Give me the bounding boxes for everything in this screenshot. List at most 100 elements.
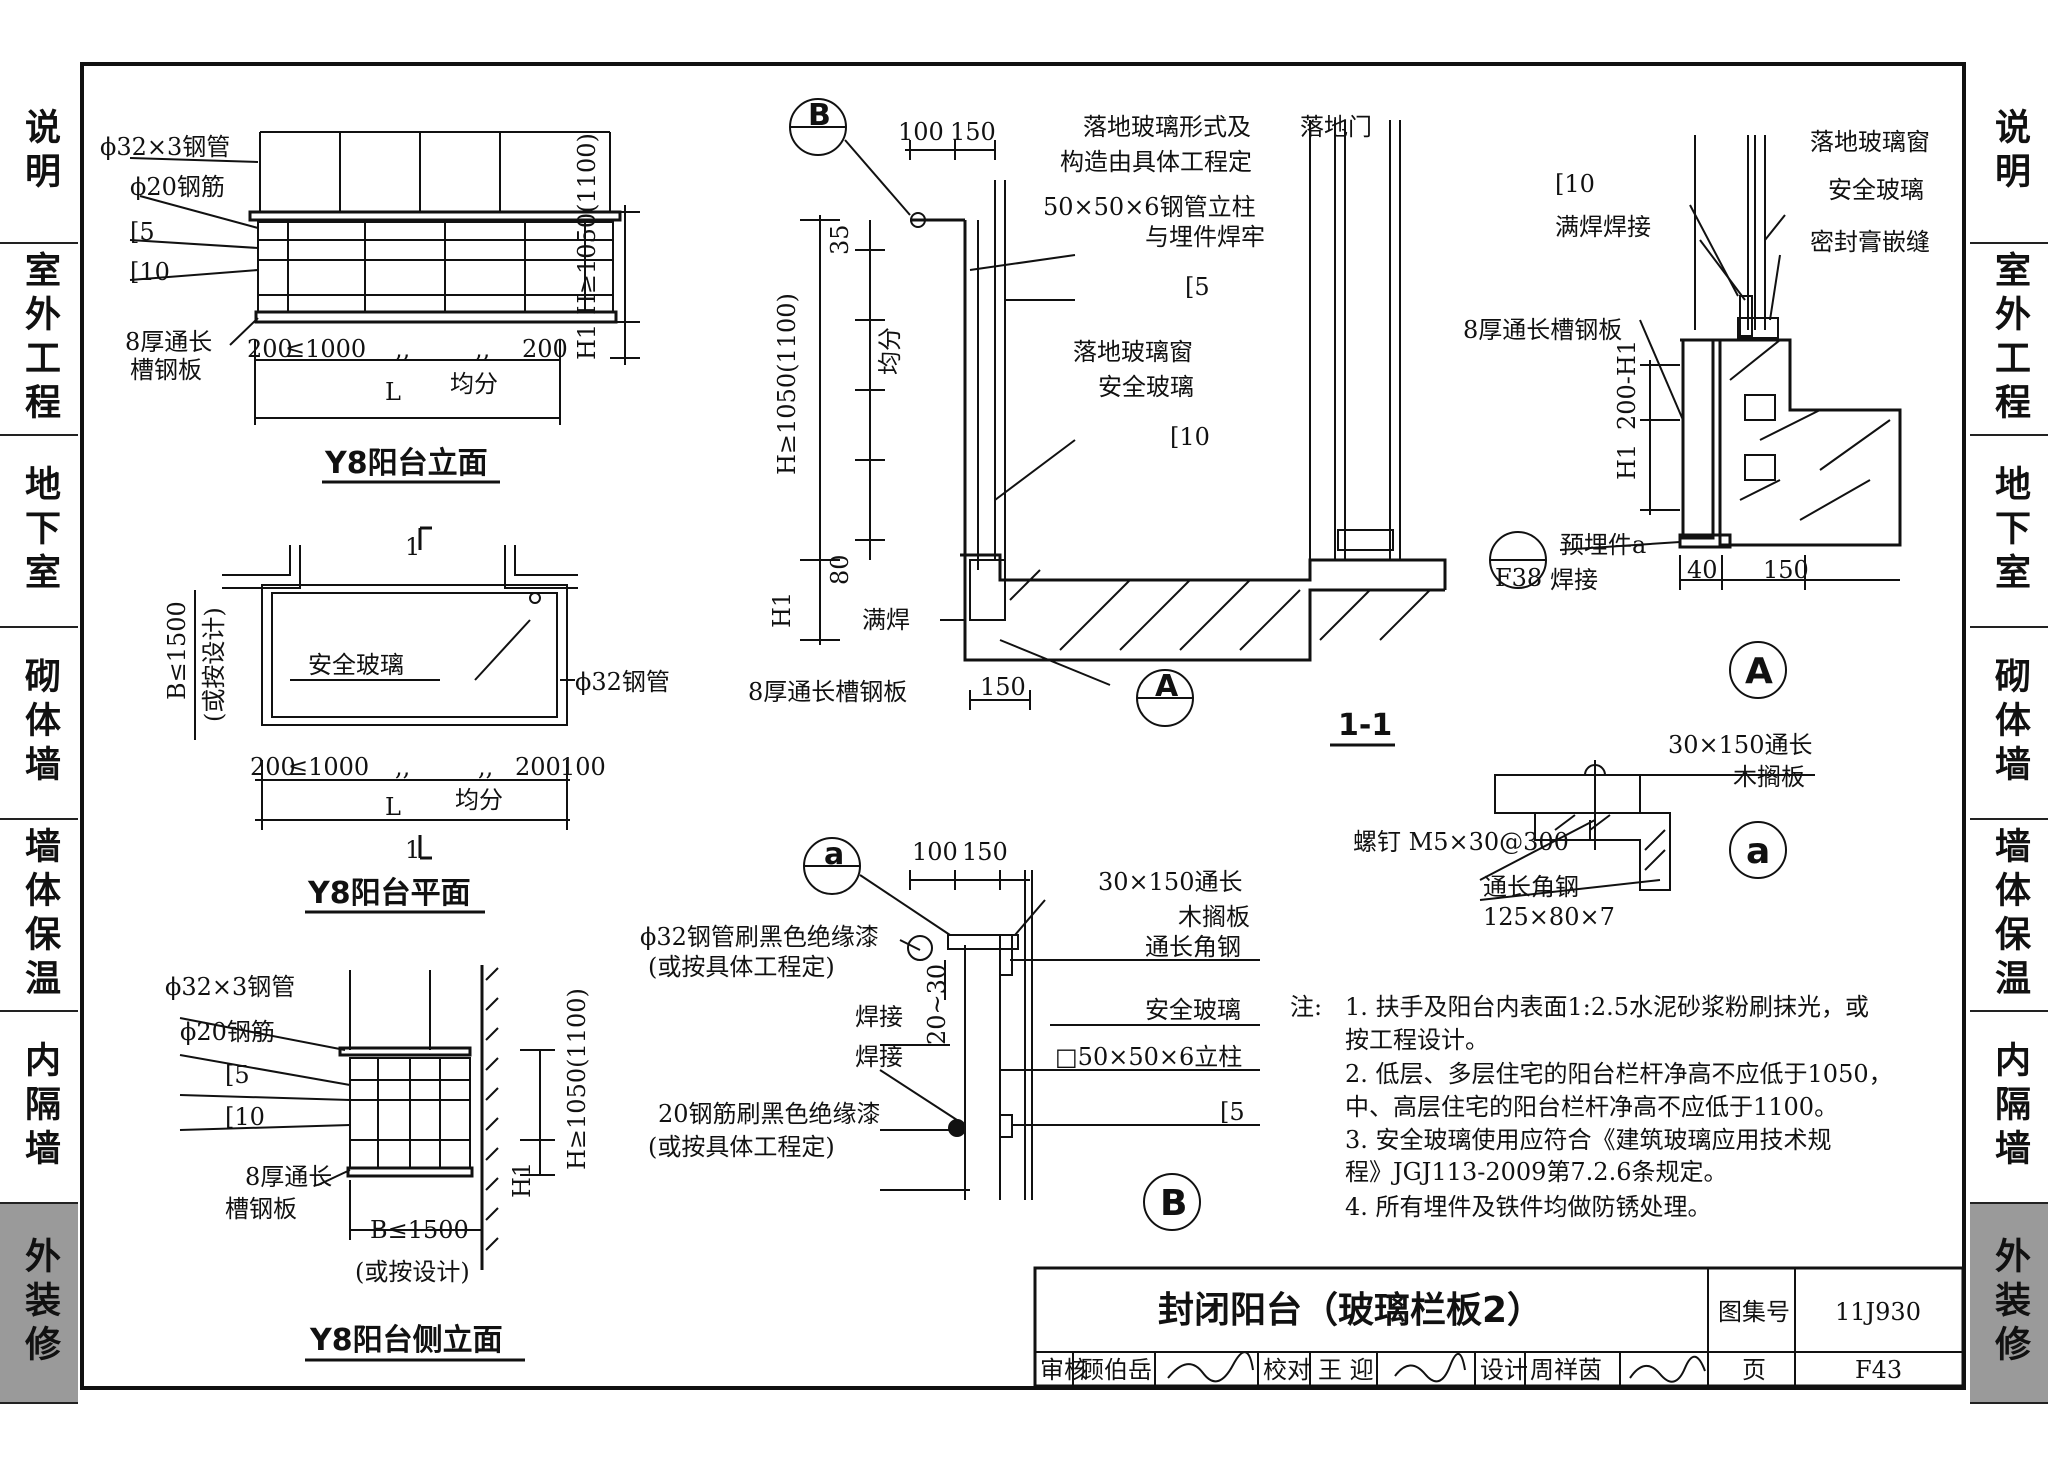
db-label-7: 焊接 (855, 1043, 903, 1071)
db-label-12: (或按具体工程定) (648, 1133, 835, 1161)
dal-label-3: 螺钉 M5×30@300 (1353, 828, 1569, 856)
elev-dim-1000: ≤1000 (285, 335, 366, 363)
side-dim-H: H≥1050(1100) (563, 988, 591, 1170)
side-tab-label: 外装修 (1989, 1237, 2030, 1369)
side-tab-left-3[interactable]: 砌体墙 (0, 628, 78, 820)
reviewer-name: 顾伯岳 (1080, 1356, 1152, 1384)
elev-dim-c1: ,, (395, 335, 410, 363)
side-tab-label: 墙体保温 (1989, 827, 2030, 1003)
side-label-plate2: 槽钢板 (225, 1195, 297, 1223)
db-dim-2030: 20~30 (923, 964, 951, 1045)
plan-dim-c2: ,, (478, 753, 493, 781)
db-label-1: ϕ32钢管刷黑色绝缘漆 (640, 923, 879, 951)
db-label-5: 通长角钢 (1145, 933, 1241, 961)
da-label-sealant: 密封膏嵌缝 (1810, 228, 1930, 256)
side-tab-right-1[interactable]: 室外工程 (1970, 244, 2048, 436)
side-tab-label: 砌体墙 (19, 657, 60, 789)
callout-a: a (824, 837, 844, 872)
sec-label-6: 落地玻璃窗 (1073, 338, 1193, 366)
sec-label-7: 安全玻璃 (1098, 373, 1194, 401)
side-tab-right-5[interactable]: 内隔墙 (1970, 1012, 2048, 1204)
detail-a-mark-circle (1729, 821, 1787, 879)
plan-dim-c1: ,, (395, 753, 410, 781)
side-tab-left-0[interactable]: 说明 (0, 62, 78, 244)
note-line-1: 1. 扶手及阳台内表面1:2.5水泥砂浆粉刷抹光，或 (1345, 993, 1869, 1021)
side-dim-B-note: (或按设计) (355, 1258, 470, 1286)
plan-cut-top: 1 (405, 533, 420, 561)
plan-dim-B-note: (或按设计) (200, 607, 228, 722)
callout-B: B (808, 98, 831, 133)
side-tab-right-3[interactable]: 砌体墙 (1970, 628, 2048, 820)
da-label-weld2: 焊接 (1550, 566, 1598, 594)
db-label-11: 20钢筋刷黑色绝缘漆 (658, 1100, 881, 1128)
note-line-3: 2. 低层、多层住宅的阳台栏杆净高不应低于1050， (1345, 1060, 1893, 1088)
sec-dim-150b: 150 (980, 673, 1026, 701)
plan-label-pipe: ϕ32钢管 (575, 668, 670, 696)
side-dim-H1: H1 (508, 1162, 536, 1198)
side-tab-left-4[interactable]: 墙体保温 (0, 820, 78, 1012)
da-dim-200: 200-H1 (1613, 340, 1641, 430)
detail-B-mark-circle (1143, 1173, 1201, 1231)
design-label: 设计 (1480, 1356, 1528, 1384)
side-tab-right-0[interactable]: 说明 (1970, 62, 2048, 244)
side-tab-left-6[interactable]: 外装修 (0, 1204, 78, 1404)
sec-dim-100: 100 (898, 118, 944, 146)
page-number: F43 (1855, 1356, 1902, 1384)
side-label-c5: [5 (225, 1061, 250, 1089)
elev-label-pipe: ϕ32×3钢管 (100, 133, 230, 161)
note-line-4: 中、高层住宅的阳台栏杆净高不应低于1100。 (1345, 1093, 1838, 1121)
side-tab-left-5[interactable]: 内隔墙 (0, 1012, 78, 1204)
page-label: 页 (1742, 1356, 1766, 1384)
side-tab-left-2[interactable]: 地下室 (0, 436, 78, 628)
side-tab-label: 说明 (19, 108, 60, 196)
sec-title: 1-1 (1338, 708, 1392, 743)
da-label-embed: 预埋件a (1560, 531, 1646, 559)
elev-title: Y8阳台立面 (324, 446, 488, 481)
note-line-6: 程》JGJ113-2009第7.2.6条规定。 (1345, 1158, 1727, 1186)
side-tab-right-2[interactable]: 地下室 (1970, 436, 2048, 628)
check-label: 校对 (1263, 1356, 1311, 1384)
detail-a-lower-drawing (1479, 760, 1815, 901)
da-label-plate: 8厚通长槽钢板 (1463, 316, 1622, 344)
side-tab-right-6[interactable]: 外装修 (1970, 1204, 2048, 1404)
note-line-5: 3. 安全玻璃使用应符合《建筑玻璃应用技术规 (1345, 1126, 1832, 1154)
plan-dim-100: 100 (560, 753, 606, 781)
side-tab-left-1[interactable]: 室外工程 (0, 244, 78, 436)
da-label-c10: [10 (1555, 170, 1595, 198)
plan-drawing (194, 526, 578, 860)
elev-label-plate1: 8厚通长 (125, 328, 212, 356)
plan-dim-avg: 均分 (455, 786, 503, 814)
plan-dim-L: L (385, 793, 401, 821)
sec-dim-avg: 均分 (876, 327, 904, 375)
elev-dim-c2: ,, (475, 335, 490, 363)
section-drawing (800, 120, 1447, 710)
side-label-rebar: ϕ20钢筋 (180, 1018, 275, 1046)
sec-label-11: 落地门 (1300, 113, 1372, 141)
da-label-F38: F38 (1495, 564, 1542, 592)
side-tab-label: 室外工程 (19, 251, 60, 427)
drawing-frame (80, 62, 1966, 1390)
side-tab-right-4[interactable]: 墙体保温 (1970, 820, 2048, 1012)
db-label-3: 30×150通长 (1098, 868, 1242, 896)
elev-dim-200a: 200 (247, 335, 293, 363)
sec-dim-H: H≥1050(1100) (773, 293, 801, 475)
drawing-title: 封闭阳台（玻璃栏板2） (1158, 1290, 1543, 1331)
dal-label-4: 通长角钢 (1483, 873, 1579, 901)
side-tab-label: 外装修 (19, 1237, 60, 1369)
note-line-2: 按工程设计。 (1345, 1026, 1489, 1054)
db-label-10: [5 (1220, 1098, 1245, 1126)
sec-label-8: [10 (1170, 423, 1210, 451)
db-label-2: (或按具体工程定) (648, 953, 835, 981)
plan-cut-bottom: 1 (405, 836, 420, 864)
callout-A: A (1155, 669, 1179, 704)
db-dim-150: 150 (962, 838, 1008, 866)
sec-label-4: 与埋件焊牢 (1145, 223, 1265, 251)
elevation-drawing (129, 131, 640, 425)
elev-dim-H: H≥1050(1100) (573, 133, 601, 315)
designer-name: 周祥茵 (1530, 1356, 1602, 1384)
elev-label-c5: [5 (130, 218, 155, 246)
review-label: 审核 (1040, 1356, 1088, 1384)
sec-dim-150: 150 (950, 118, 996, 146)
elev-dim-L: L (385, 378, 401, 406)
